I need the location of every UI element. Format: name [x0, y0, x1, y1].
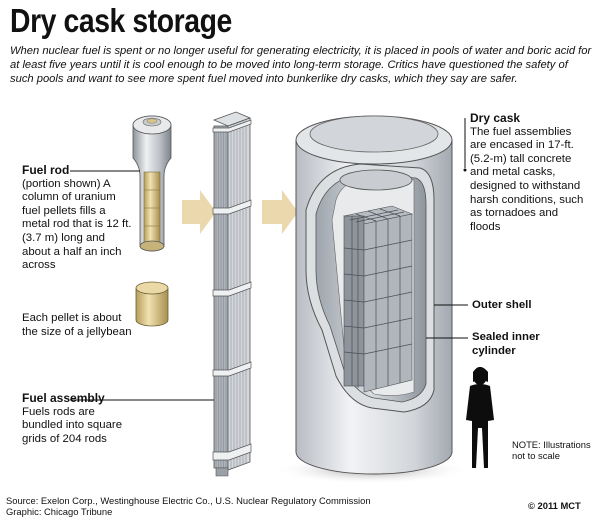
dry-cask-leader-dot — [463, 168, 467, 172]
dry-cask-heading: Dry cask — [470, 111, 521, 125]
intro-paragraph: When nuclear fuel is spent or no longer … — [10, 45, 592, 85]
fuel-rod-heading: Fuel rod — [22, 163, 70, 177]
page-title: Dry cask storage — [10, 2, 232, 39]
inner-cylinder-label: Sealed inner cylinder — [472, 331, 540, 357]
fuel-rod-label: Fuel rod (portion shown) A column of ura… — [22, 163, 134, 273]
scale-note: NOTE: Illustrations not to scale — [512, 439, 591, 461]
fuel-assembly-illustration — [212, 111, 252, 477]
graphic-line: Graphic: Chicago Tribune — [6, 506, 113, 517]
source-line: Source: Exelon Corp., Westinghouse Elect… — [6, 495, 371, 506]
fuel-assembly-heading: Fuel assembly — [22, 391, 105, 405]
pellet-illustration — [135, 281, 169, 327]
fuel-assembly-text: Fuels rods are bundled into square grids… — [22, 405, 123, 445]
fuel-rod-text: (portion shown) A column of uranium fuel… — [22, 177, 132, 272]
arrow-right-icon — [182, 190, 216, 234]
pellet-label: Each pellet is about the size of a jelly… — [22, 312, 132, 338]
dry-cask-text: The fuel assemblies are encased in 17-ft… — [470, 125, 584, 233]
person-silhouette — [466, 367, 494, 468]
dry-cask-illustration — [274, 115, 470, 484]
dry-cask-label: Dry cask The fuel assemblies are encased… — [470, 111, 590, 234]
fuel-rod-illustration — [132, 115, 172, 252]
credits: Source: Exelon Corp., Westinghouse Elect… — [6, 495, 371, 517]
fuel-assembly-label: Fuel assembly Fuels rods are bundled int… — [22, 391, 134, 446]
arrow-right-icon — [262, 190, 298, 234]
copyright: © 2011 MCT — [528, 500, 581, 511]
outer-shell-label: Outer shell — [472, 299, 532, 311]
